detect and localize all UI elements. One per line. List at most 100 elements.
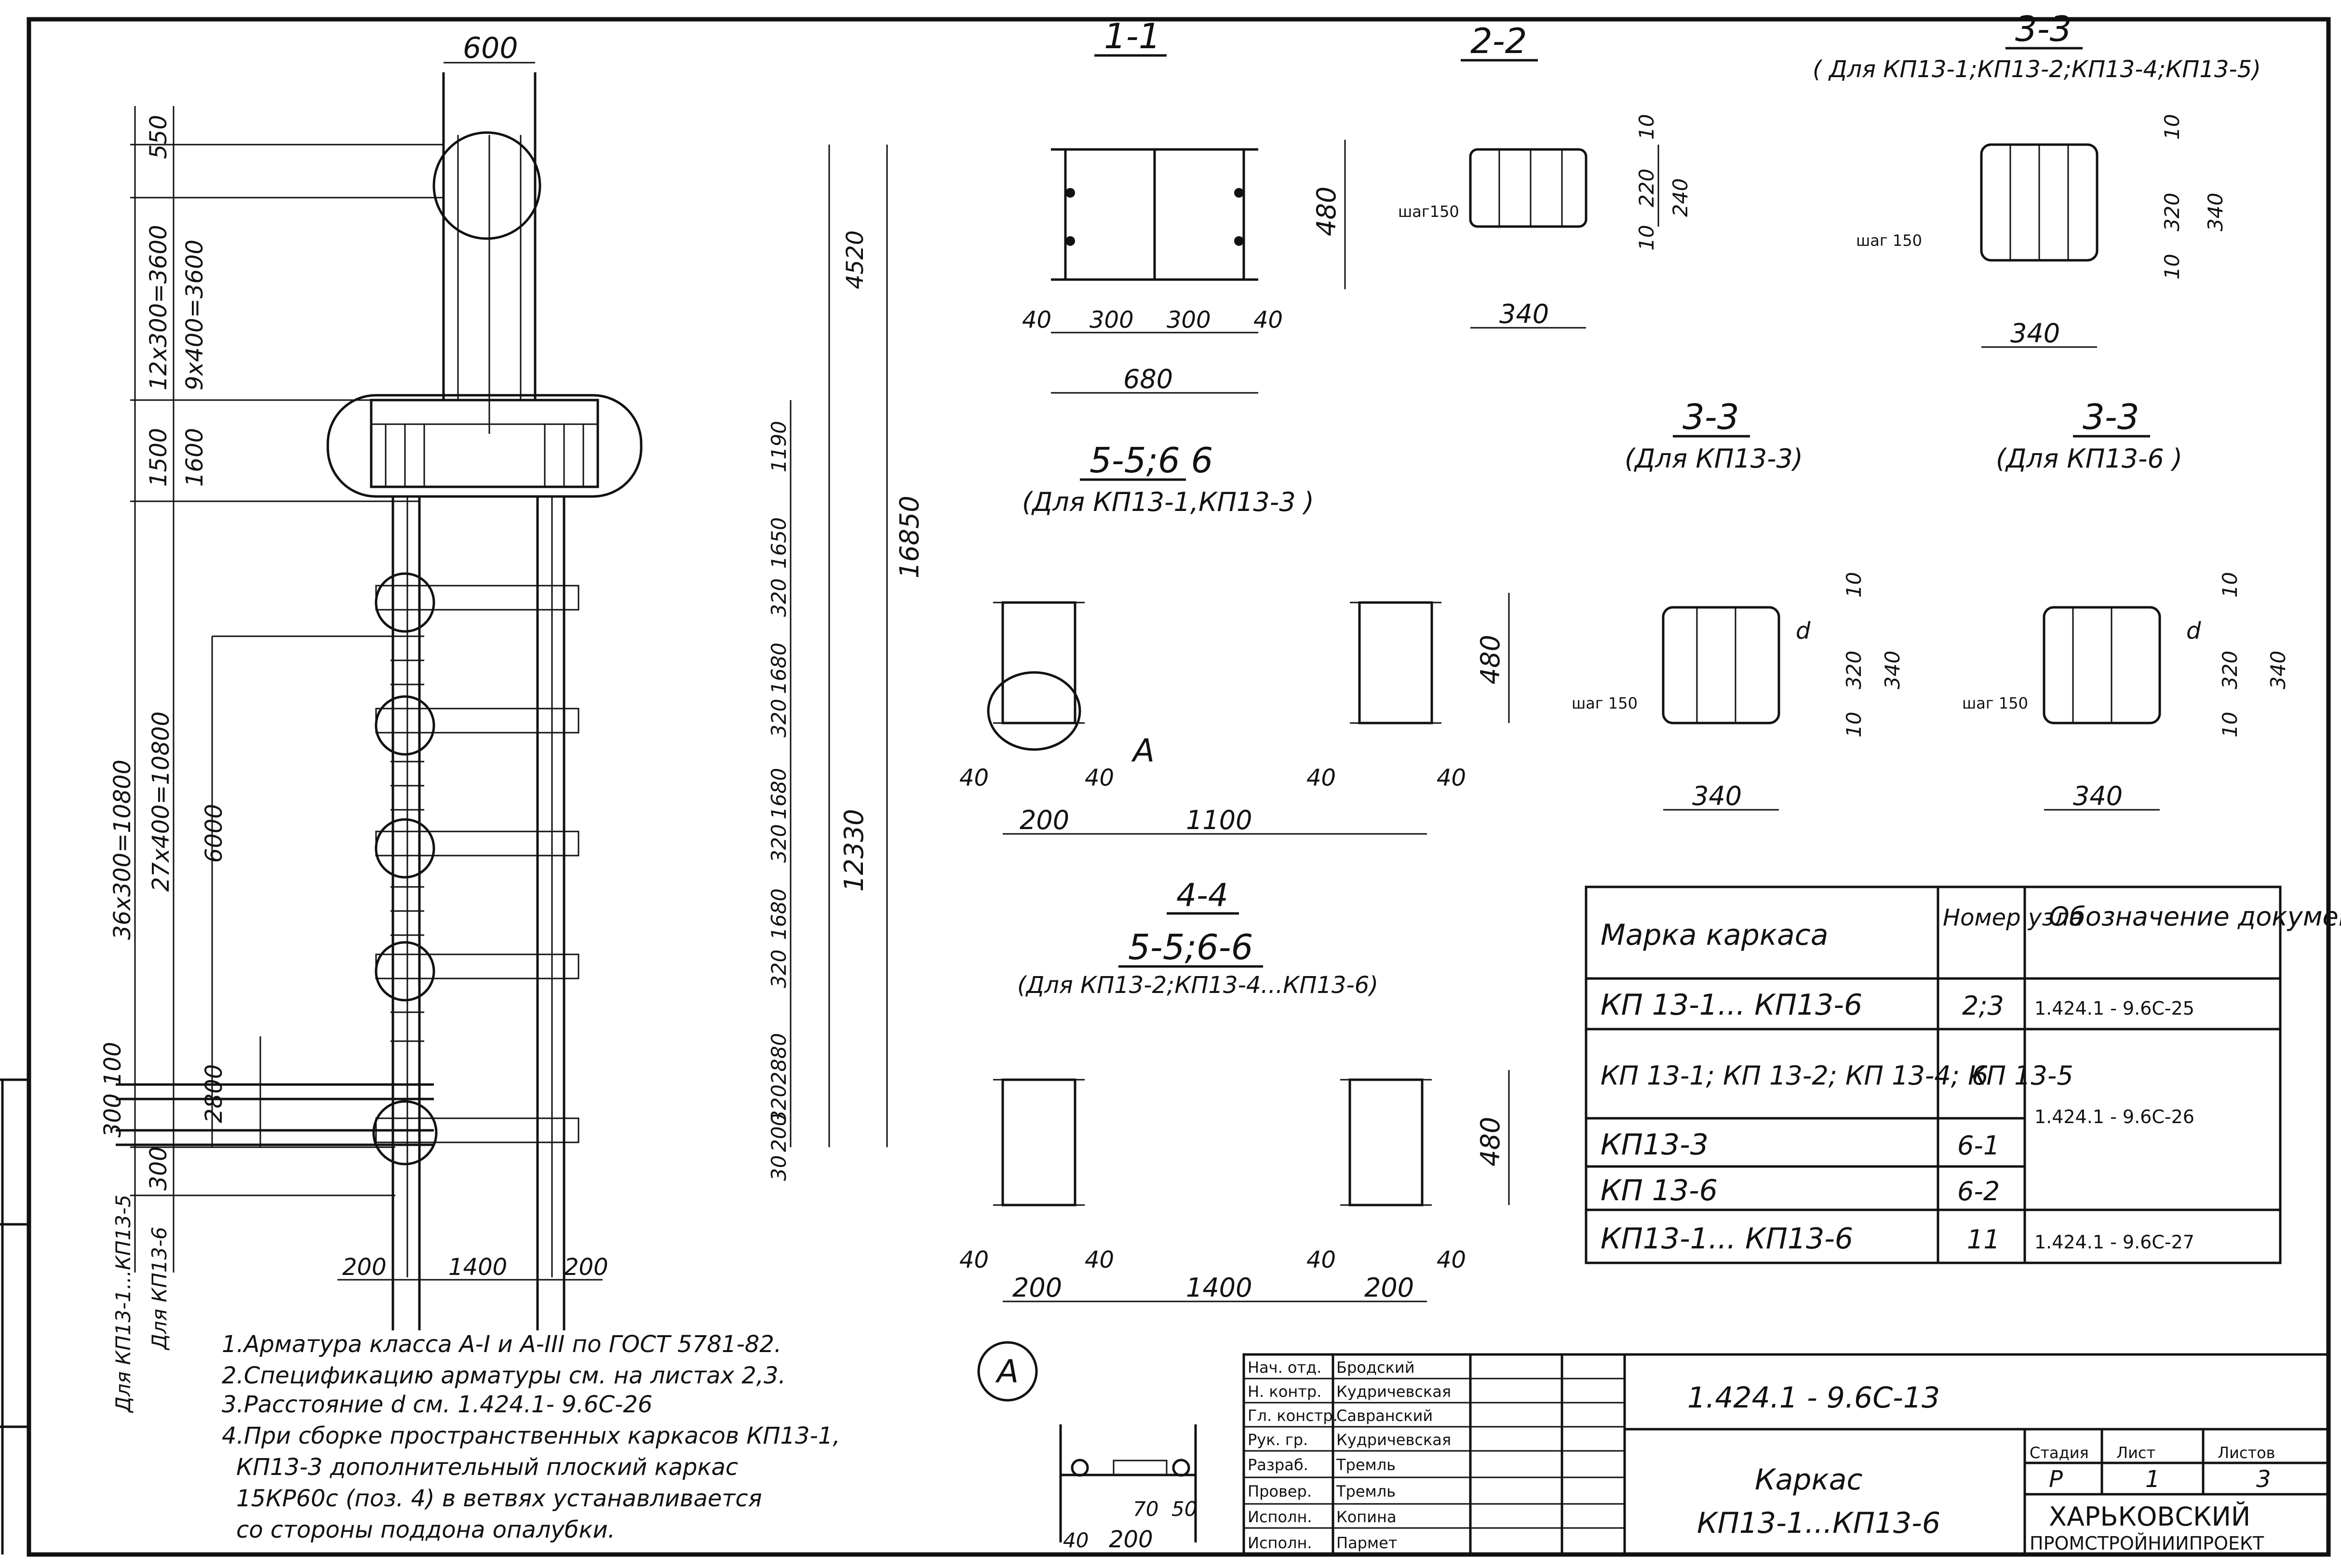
d33c-note: шаг 150 bbox=[1962, 694, 2028, 712]
d44-40c: 40 bbox=[1306, 1246, 1336, 1273]
d33b-note: шаг 150 bbox=[1572, 694, 1638, 712]
d33b-10b: 10 bbox=[1842, 712, 1866, 737]
table-r1-c2: 1.424.1 - 9.6С-26 bbox=[2034, 1106, 2194, 1127]
tb-role-6: Исполн. bbox=[1248, 1508, 1312, 1526]
tb-sheet: 1 bbox=[2145, 1466, 2160, 1493]
d33a-340v: 340 bbox=[2204, 193, 2227, 231]
dim-12330: 12330 bbox=[839, 809, 869, 892]
dim-6000: 6000 bbox=[201, 804, 228, 863]
d11-480: 480 bbox=[1311, 187, 1342, 236]
dim-4520: 4520 bbox=[842, 230, 869, 289]
section-5-5a-title: 5-5;6 6 bbox=[1090, 440, 1213, 481]
d55-1100: 1100 bbox=[1186, 805, 1252, 835]
dim-200: 200 bbox=[767, 1113, 791, 1152]
section-4-4-sub: (Для КП13-2;КП13-4...КП13-6) bbox=[1017, 972, 1378, 999]
table-r2-c0: КП13-3 bbox=[1601, 1128, 1709, 1162]
d33c-320: 320 bbox=[2218, 651, 2242, 689]
dim-300-100: 300 100 bbox=[99, 1042, 126, 1138]
tb-name-3: Кудричевская bbox=[1336, 1431, 1451, 1449]
d33c-d: d bbox=[2186, 617, 2201, 644]
section-3-3b: 3-3 (Для КП13-3) 340 шаг 150 d 10 320 10… bbox=[1572, 397, 1904, 811]
note-4: 4.При сборке пространственных каркасов К… bbox=[222, 1422, 840, 1449]
d44-40b: 40 bbox=[1085, 1246, 1114, 1273]
tb-stage: Р bbox=[2049, 1466, 2063, 1493]
note-1: 1.Арматура класса А-I и А-III по ГОСТ 57… bbox=[222, 1331, 781, 1358]
d11-300b: 300 bbox=[1167, 307, 1211, 334]
section-2-2: 2-2 340 шаг150 10 220 10 240 bbox=[1398, 21, 1692, 329]
table-r0-c2: 1.424.1 - 9.6С-25 bbox=[2034, 998, 2194, 1019]
section-3-3a: 3-3 ( Для КП13-1;КП13-2;КП13-4;КП13-5) 3… bbox=[1813, 9, 2261, 348]
tb-title-1: Каркас bbox=[1755, 1463, 1862, 1497]
d22-note: шаг150 bbox=[1398, 202, 1459, 221]
section-4-4-title: 4-4 bbox=[1176, 877, 1228, 914]
tb-name-0: Бродский bbox=[1336, 1358, 1414, 1377]
d11-40b: 40 bbox=[1253, 307, 1283, 334]
tb-sheets-h: Листов bbox=[2218, 1444, 2275, 1462]
dim-1400: 1400 bbox=[448, 1254, 507, 1281]
tb-sheets: 3 bbox=[2256, 1466, 2271, 1493]
dim-300: 300 bbox=[145, 1146, 172, 1191]
d33b-10a: 10 bbox=[1842, 572, 1866, 598]
d33c-10b: 10 bbox=[2218, 712, 2242, 737]
tb-name-4: Тремль bbox=[1336, 1456, 1396, 1474]
dim-600: 600 bbox=[463, 31, 518, 65]
detail-a-40: 40 bbox=[1063, 1528, 1089, 1552]
table-r3-c1: 6-2 bbox=[1957, 1176, 2000, 1206]
dim-36x300: 36х300=10800 bbox=[109, 760, 136, 940]
dim-1680a: 1680 bbox=[767, 643, 791, 694]
table-h-doc: Обозначение документа bbox=[2049, 901, 2341, 932]
section-3-3b-title: 3-3 bbox=[1682, 397, 1739, 437]
section-3-3b-sub: (Для КП13-3) bbox=[1625, 443, 1803, 474]
dim-1500: 1500 bbox=[145, 428, 172, 487]
d22-240: 240 bbox=[1668, 178, 1692, 217]
table-h-mark: Марка каркаса bbox=[1601, 918, 1829, 952]
detail-a: А 70 50 40 200 bbox=[977, 1341, 1197, 1553]
d33c-10a: 10 bbox=[2218, 572, 2242, 598]
d44-200a: 200 bbox=[1012, 1273, 1062, 1303]
schedule-table: Марка каркаса Номер узла Обозначение док… bbox=[1585, 885, 2341, 1264]
d55-40a: 40 bbox=[959, 764, 989, 791]
table-r4-c2: 1.424.1 - 9.6С-27 bbox=[2034, 1232, 2194, 1253]
tb-doc-code: 1.424.1 - 9.6С-13 bbox=[1687, 1381, 1940, 1415]
dim-200-left: 200 bbox=[342, 1254, 387, 1281]
d55-40d: 40 bbox=[1437, 764, 1466, 791]
section-1-1-title: 1-1 bbox=[1104, 16, 1161, 56]
detail-a-50: 50 bbox=[1171, 1497, 1197, 1521]
d11-300a: 300 bbox=[1090, 307, 1134, 334]
dim-1650: 1650 bbox=[767, 517, 791, 569]
tb-name-1: Кудричевская bbox=[1336, 1382, 1451, 1401]
tb-role-5: Провер. bbox=[1248, 1482, 1312, 1501]
dim-320c: 320 bbox=[767, 824, 791, 863]
tb-title-2: КП13-1...КП13-6 bbox=[1697, 1506, 1940, 1540]
d33c-340v: 340 bbox=[2266, 651, 2290, 689]
table-r1-c0: КП 13-1; КП 13-2; КП 13-4; КП 13-5 bbox=[1601, 1060, 2073, 1091]
node-a-callout: А bbox=[1131, 732, 1155, 769]
note-7: со стороны поддона опалубки. bbox=[236, 1516, 615, 1543]
tb-name-5: Тремль bbox=[1336, 1482, 1396, 1501]
dim-1680b: 1680 bbox=[767, 768, 791, 819]
tb-name-7: Пармет bbox=[1336, 1534, 1397, 1552]
d44-200b: 200 bbox=[1364, 1273, 1414, 1303]
d44-40d: 40 bbox=[1437, 1246, 1466, 1273]
d33a-note: шаг 150 bbox=[1856, 231, 1922, 250]
table-h-node: Номер узла bbox=[1943, 904, 2083, 931]
dim-550: 550 bbox=[145, 115, 172, 159]
d33a-340: 340 bbox=[2010, 318, 2060, 348]
d55-40c: 40 bbox=[1306, 764, 1336, 791]
d33a-10a: 10 bbox=[2160, 114, 2184, 140]
detail-a-200: 200 bbox=[1109, 1526, 1153, 1553]
d11-40a: 40 bbox=[1022, 307, 1051, 334]
dim-2800: 2800 bbox=[201, 1064, 228, 1123]
tb-org2: ПРОМСТРОЙНИИПРОЕКТ bbox=[2030, 1533, 2264, 1554]
tb-stage-h: Стадия bbox=[2030, 1444, 2089, 1462]
table-r1-c1: 6 bbox=[1972, 1060, 1988, 1091]
note-3: 3.Расстояние d см. 1.424.1- 9.6С-26 bbox=[222, 1391, 652, 1418]
section-3-3c-sub: (Для КП13-6 ) bbox=[1996, 443, 2182, 474]
tb-org1: ХАРЬКОВСКИЙ bbox=[2049, 1501, 2250, 1532]
dim-2880: 2880 bbox=[767, 1033, 791, 1085]
dim-320b: 320 bbox=[767, 699, 791, 737]
d22-340: 340 bbox=[1499, 299, 1549, 329]
section-2-2-title: 2-2 bbox=[1470, 21, 1527, 61]
tb-role-4: Разраб. bbox=[1248, 1456, 1308, 1474]
